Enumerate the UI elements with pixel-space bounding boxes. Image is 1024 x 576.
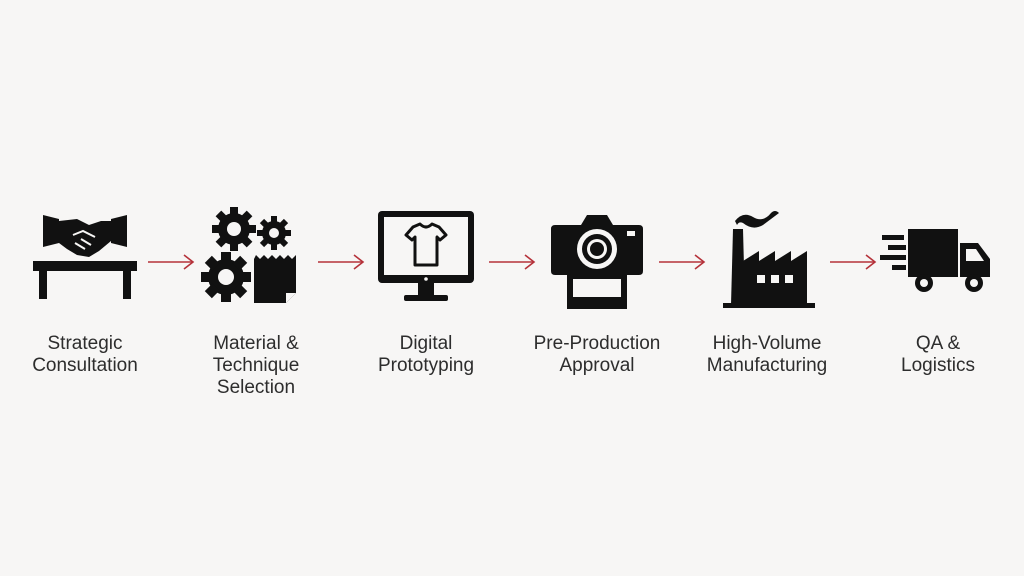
- label-line: Manufacturing: [706, 355, 828, 376]
- label-line: Material &: [213, 333, 299, 354]
- label-line: High-Volume: [712, 333, 822, 354]
- step-pre-production-approval: Pre-Production Approval: [517, 205, 677, 377]
- step-qa-logistics: QA & Logistics: [858, 205, 1018, 377]
- step-high-volume-manufacturing: High-Volume Manufacturing: [687, 205, 847, 377]
- arrow-right-icon: [489, 254, 536, 270]
- label-line: Strategic: [47, 333, 123, 354]
- step-label: Material & Technique Selection: [176, 333, 336, 399]
- label-line: Selection: [216, 377, 296, 398]
- handshake-table-icon: [33, 215, 137, 299]
- label-line: Prototyping: [377, 355, 475, 376]
- label-line: QA &: [915, 333, 961, 354]
- step-label: Digital Prototyping: [346, 333, 506, 377]
- label-line: Digital: [399, 333, 453, 354]
- arrow-right-icon: [659, 254, 706, 270]
- delivery-truck-icon: [880, 229, 990, 292]
- step-label: Pre-Production Approval: [517, 333, 677, 377]
- step-strategic-consultation: Strategic Consultation: [5, 205, 165, 377]
- label-line: Logistics: [901, 355, 975, 376]
- label-line: Approval: [559, 355, 635, 376]
- step-material-technique-selection: Material & Technique Selection: [176, 205, 336, 399]
- step-label: High-Volume Manufacturing: [687, 333, 847, 377]
- factory-icon: [723, 211, 815, 308]
- arrow-right-icon: [148, 254, 195, 270]
- monitor-tshirt-icon: [378, 211, 474, 301]
- label-line: Pre-Production: [533, 333, 661, 354]
- gears-fabric-icon: [201, 207, 296, 303]
- arrow-right-icon: [830, 254, 877, 270]
- step-label: Strategic Consultation: [5, 333, 165, 377]
- step-digital-prototyping: Digital Prototyping: [346, 205, 506, 377]
- arrow-right-icon: [318, 254, 365, 270]
- step-label: QA & Logistics: [858, 333, 1018, 377]
- label-line: Technique: [212, 355, 300, 376]
- label-line: Consultation: [32, 355, 138, 376]
- camera-photo-icon: [551, 215, 643, 309]
